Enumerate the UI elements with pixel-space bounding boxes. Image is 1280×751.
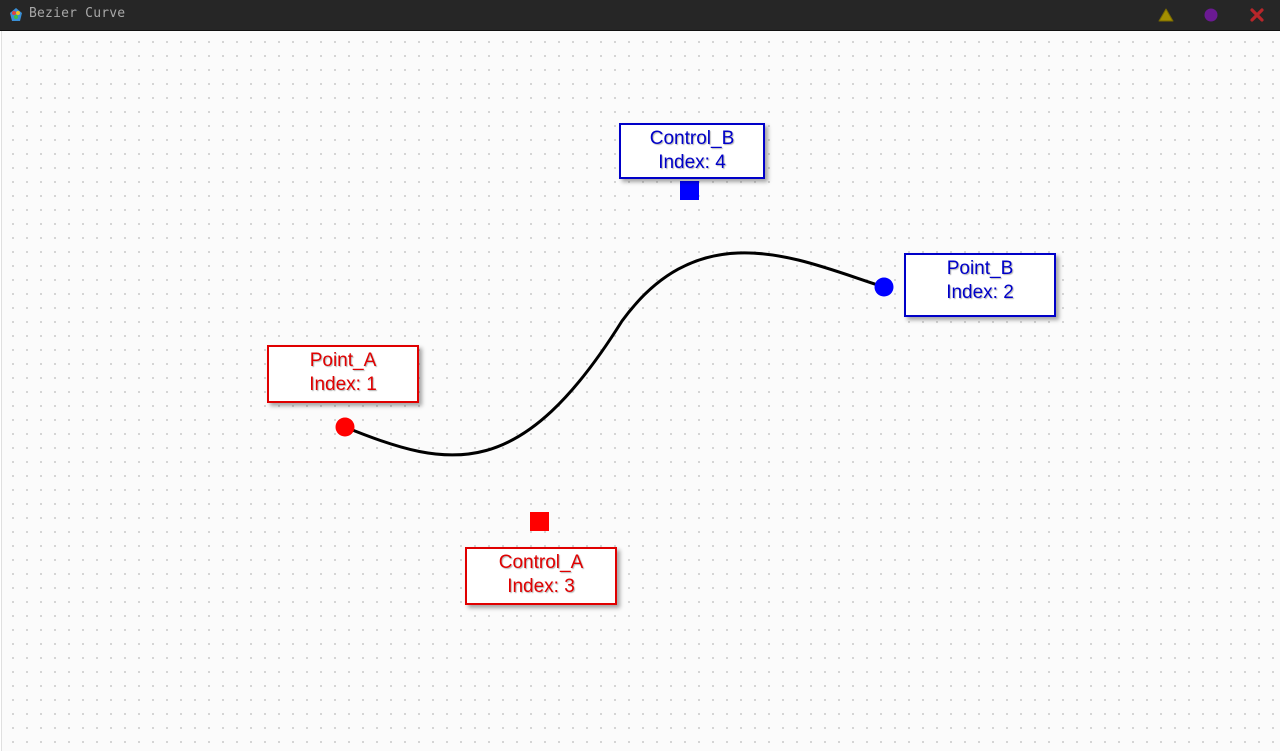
control-a-handle[interactable] [530, 512, 549, 531]
point-b-index: Index: 2 [946, 282, 1014, 303]
control-a-name: Control_A [498, 552, 584, 573]
control-a-index: Index: 3 [507, 576, 575, 597]
drawing-canvas[interactable]: Point_A Index: 1 Point_B Index: 2 Contro… [1, 31, 1280, 751]
control-b-handle[interactable] [680, 181, 699, 200]
window-title: Bezier Curve [29, 6, 126, 21]
control-b-index: Index: 4 [658, 152, 726, 173]
control-b-label: Control_B Index: 4 [619, 123, 765, 179]
point-a-name: Point_A [309, 350, 377, 371]
maximize-button[interactable] [1203, 7, 1219, 23]
x-close-icon [1250, 8, 1264, 22]
point-b-label: Point_B Index: 2 [904, 253, 1056, 317]
app-palette-icon [8, 7, 24, 23]
circle-maximize-icon [1204, 8, 1218, 22]
close-button[interactable] [1249, 7, 1265, 23]
point-b-handle[interactable] [874, 277, 894, 297]
point-a-handle[interactable] [335, 417, 355, 437]
triangle-minimize-icon [1158, 8, 1174, 22]
bezier-curve [343, 251, 886, 457]
point-b-name: Point_B [946, 258, 1014, 279]
bezier-svg [335, 181, 894, 531]
control-b-name: Control_B [649, 128, 735, 149]
title-bar[interactable]: Bezier Curve [0, 0, 1280, 31]
point-a-label: Point_A Index: 1 [267, 345, 419, 403]
minimize-button[interactable] [1158, 7, 1174, 23]
control-a-label: Control_A Index: 3 [465, 547, 617, 605]
point-a-index: Index: 1 [309, 374, 377, 395]
